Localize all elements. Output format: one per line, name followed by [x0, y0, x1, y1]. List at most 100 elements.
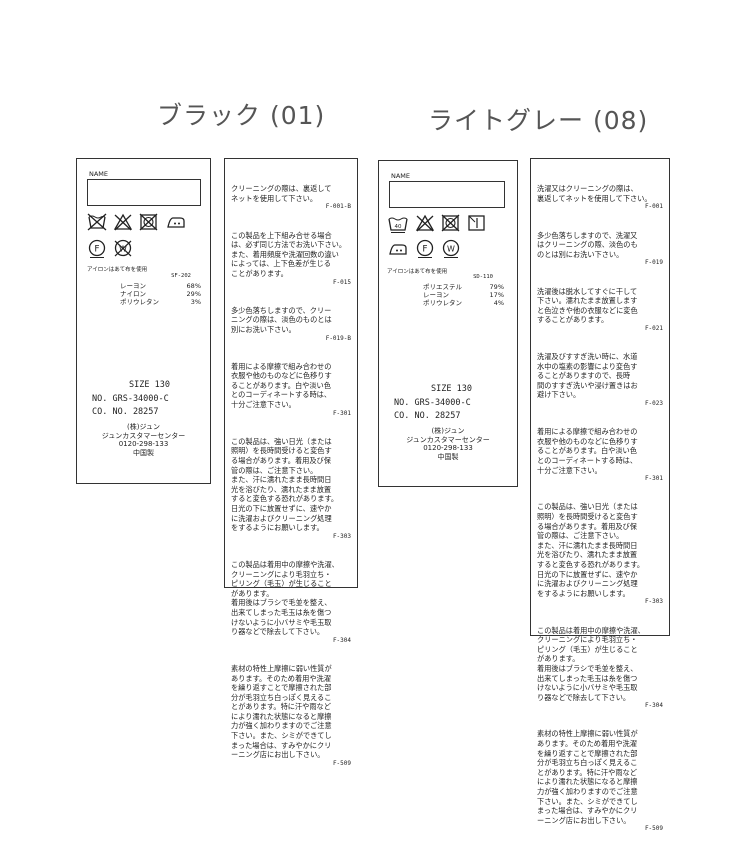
care-block: クリーニングの際は、裏返して ネットを使用して下さい。F-001-B: [231, 184, 351, 211]
care-block-code: F-304: [644, 702, 663, 710]
care-block-text: 洗濯及びすすぎ洗い時に、水道 水中の塩素の影響により変色す ることがありますので…: [537, 352, 638, 400]
care-block-code: F-509: [644, 825, 663, 833]
iron-medium-icon: [389, 244, 407, 255]
fiber-row: ポリエステル 79%: [423, 283, 504, 291]
fiber-pct: 3%: [190, 298, 201, 306]
fiber-row: レーヨン 17%: [423, 291, 504, 299]
fiber-name: ナイロン: [120, 290, 146, 298]
care-block-text: クリーニングの際は、裏返して ネットを使用して下さい。: [231, 184, 332, 203]
care-block-text: 多少色落ちしますので、洗濯又 はクリーニングの際、淡色のも のとは別にお洗い下さ…: [537, 230, 638, 259]
care-block-text: 着用による摩擦で組み合わせの 衣服や他のものなどに色移りす ることがあります。白…: [231, 361, 332, 410]
care-block-code: F-023: [644, 400, 663, 408]
care-block: 洗濯又はクリーニングの際は、 裏返してネットを使用して下さい。F-001: [537, 184, 663, 211]
dry-clean-f-icon: F: [416, 239, 434, 258]
svg-text:40: 40: [395, 224, 402, 230]
fiber-pct: 4%: [493, 299, 504, 307]
care-block: この製品は、強い日光（または 照明）を長時間受けると変色す る場合があります。着…: [231, 437, 351, 541]
care-block-code: F-015: [332, 278, 351, 286]
care-block: 多少色落ちしますので、洗濯又 はクリーニングの際、淡色のも のとは別にお洗い下さ…: [537, 231, 663, 268]
black-care-text: クリーニングの際は、裏返して ネットを使用して下さい。F-001-B この製品を…: [231, 165, 351, 787]
gray-size: SIZE 130: [431, 384, 472, 394]
care-block-code: F-001: [644, 203, 663, 211]
care-block-code: F-303: [644, 598, 663, 606]
care-block-text: 洗濯又はクリーニングの際は、 裏返してネットを使用して下さい。: [537, 184, 652, 203]
care-block-code: F-019: [644, 259, 663, 267]
care-block: この製品を上下組み合せる場合 は、必ず同じ方法でお洗い下さい。 また、着用頻度や…: [231, 231, 351, 287]
care-block-text: この製品を上下組み合せる場合 は、必ず同じ方法でお洗い下さい。 また、着用頻度や…: [231, 230, 347, 278]
care-block: この製品は着用中の摩擦や洗濯、 クリーニングにより毛羽立ち・ ピリング（毛玉）が…: [537, 626, 663, 711]
care-block-text: この製品は着用中の摩擦や洗濯、 クリーニングにより毛羽立ち・ ピリング（毛玉）が…: [231, 559, 339, 637]
gray-product-no: NO. GRS-34000-C: [394, 398, 471, 408]
tumble-dry-crossed-icon: [441, 214, 460, 232]
maker-line: ジュンカスタマーセンター: [406, 435, 490, 444]
gray-name-caption: NAME: [391, 172, 411, 180]
care-block-code: F-304: [332, 636, 351, 644]
care-block-text: 着用による摩擦で組み合わせの 衣服や他のものなどに色移りす ることがあります。白…: [537, 427, 638, 475]
fiber-name: レーヨン: [423, 291, 449, 299]
care-block-text: この製品は着用中の摩擦や洗濯、 クリーニングにより毛羽立ち・ ピリング（毛玉）が…: [537, 625, 645, 702]
gray-iron-note: アイロンはあて布を使用: [387, 269, 448, 275]
care-block-text: 多少色落ちしますので、クリー ニングの際は、淡色のものとは 別にお洗い下さい。: [231, 305, 332, 334]
dry-clean-f-icon: F: [88, 239, 106, 258]
black-maker-info: (株)ジュン ジュンカスタマーセンター 0120-298-133 中国製: [77, 423, 210, 457]
fiber-name: レーヨン: [120, 282, 146, 290]
gray-care-row-2: F W: [387, 239, 461, 259]
care-block: 素材の特性上摩擦に弱い性質が あります。そのため着用や洗濯 を繰り返すことで摩擦…: [231, 664, 351, 768]
care-block-code: F-019-B: [325, 334, 351, 342]
tumble-dry-crossed-icon: [139, 213, 158, 231]
maker-line: 0120-298-133: [423, 444, 473, 452]
iron-medium-icon: [167, 217, 185, 228]
care-block: 素材の特性上摩擦に弱い性質が あります。そのため着用や洗濯 を繰り返すことで摩擦…: [537, 729, 663, 833]
fiber-name: ポリエステル: [423, 283, 462, 291]
bleach-crossed-icon: [113, 213, 133, 231]
care-block-text: この製品は、強い日光（または 照明）を長時間受けると変色す る場合があります。着…: [537, 502, 645, 598]
svg-text:F: F: [94, 244, 99, 254]
fiber-pct: 68%: [186, 282, 201, 290]
care-block-code: F-303: [332, 532, 351, 540]
gray-care-tag: 洗濯又はクリーニングの際は、 裏返してネットを使用して下さい。F-001 多少色…: [530, 158, 670, 832]
line-dry-shade-icon: [468, 215, 485, 231]
wet-clean-crossed-icon: W: [114, 239, 132, 257]
care-block: 洗濯及びすすぎ洗い時に、水道 水中の塩素の影響により変色す ることがありますので…: [537, 352, 663, 408]
wash-tub-crossed-icon: [87, 213, 107, 231]
black-fiber-list: レーヨン 68% ナイロン 29% ポリウレタン 3%: [120, 282, 201, 306]
gray-name-box: [389, 181, 505, 208]
title-lightgray: ライトグレー (08): [428, 106, 649, 135]
fiber-name: ポリウレタン: [120, 298, 159, 306]
hand-wash-icon: 40: [388, 217, 408, 233]
care-block-text: 素材の特性上摩擦に弱い性質が あります。そのため着用や洗濯 を繰り返すことで摩擦…: [537, 729, 638, 825]
fiber-row: ポリウレタン 3%: [120, 298, 201, 306]
gray-care-text: 洗濯又はクリーニングの際は、 裏返してネットを使用して下さい。F-001 多少色…: [537, 165, 663, 853]
fiber-pct: 79%: [489, 283, 504, 291]
gray-main-tag: NAME 40: [378, 160, 518, 487]
gray-care-row-1: 40: [387, 213, 487, 233]
care-block: 着用による摩擦で組み合わせの 衣服や他のものなどに色移りす ることがあります。白…: [537, 427, 663, 483]
black-name-box: [87, 179, 201, 206]
fiber-row: レーヨン 68%: [120, 282, 201, 290]
black-care-tag: クリーニングの際は、裏返して ネットを使用して下さい。F-001-B この製品を…: [224, 158, 358, 767]
black-iron-note: アイロンはあて布を使用: [87, 267, 148, 273]
care-block: この製品は、強い日光（または 照明）を長時間受けると変色す る場合があります。着…: [537, 502, 663, 606]
black-main-tag: NAME F: [76, 158, 211, 484]
care-block-text: 洗濯後は脱水してすぐに干して 下さい。濡れたまま放置します と色泣きや他の衣服な…: [537, 286, 638, 325]
care-block: 洗濯後は脱水してすぐに干して 下さい。濡れたまま放置します と色泣きや他の衣服な…: [537, 287, 663, 333]
bleach-crossed-icon: [415, 214, 435, 232]
black-care-code: SF-202: [171, 273, 191, 279]
maker-line: 0120-298-133: [118, 440, 169, 448]
maker-line: (株)ジュン: [431, 427, 465, 435]
gray-care-code: SD-110: [473, 274, 493, 280]
care-block-code: F-001-B: [325, 203, 351, 211]
fiber-row: ナイロン 29%: [120, 290, 201, 298]
care-block-code: F-301: [644, 475, 663, 483]
care-block-text: この製品は、強い日光（または 照明）を長時間受けると変色す る場合があります。着…: [231, 436, 339, 533]
wet-clean-w-icon: W: [442, 239, 460, 258]
care-block: 着用による摩擦で組み合わせの 衣服や他のものなどに色移りす ることがあります。白…: [231, 362, 351, 418]
black-size: SIZE 130: [129, 380, 170, 390]
black-product-no: NO. GRS-34000-C: [92, 394, 169, 404]
fiber-pct: 17%: [489, 291, 504, 299]
title-black: ブラック (01): [157, 101, 326, 130]
fiber-pct: 29%: [186, 290, 201, 298]
care-block-code: F-301: [332, 409, 351, 417]
